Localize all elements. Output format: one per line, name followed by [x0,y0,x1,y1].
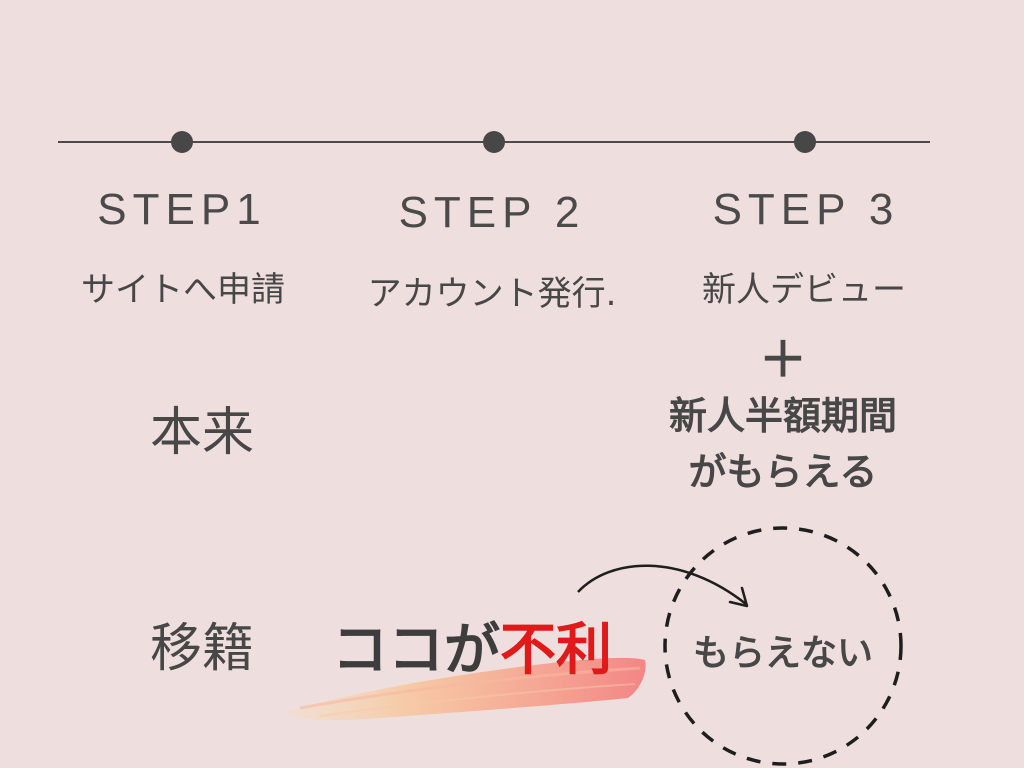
curved-arrow-icon [577,564,749,608]
row-label-transfer: 移籍 [150,619,255,679]
disadvantage-highlight: 不利 [500,618,612,683]
step3-label: STEP 3 [712,185,900,234]
step1-dot [171,131,193,153]
disadvantage-prefix: ココが [332,618,500,683]
dashed-circle [663,526,903,766]
benefit-line1: 新人半額期間 [668,394,898,438]
benefit-line2: がもらえる [688,450,878,494]
step2-label: STEP 2 [398,188,586,237]
disadvantage-text: ココが不利 [332,605,612,686]
step2-description: アカウント発行. [367,274,617,314]
step1-description: サイトへ申請 [81,270,285,310]
brush-stroke [285,657,646,721]
not-received-text: もらえない [692,633,874,674]
benefit-text: 新人半額期間 がもらえる [669,388,897,500]
step3-description: 新人デビュー [702,270,906,310]
step2-dot [483,131,505,153]
row-label-normal: 本来 [150,403,255,463]
step3-dot [794,131,816,153]
plus-sign: ＋ [758,332,808,388]
step1-label: STEP1 [97,185,267,234]
